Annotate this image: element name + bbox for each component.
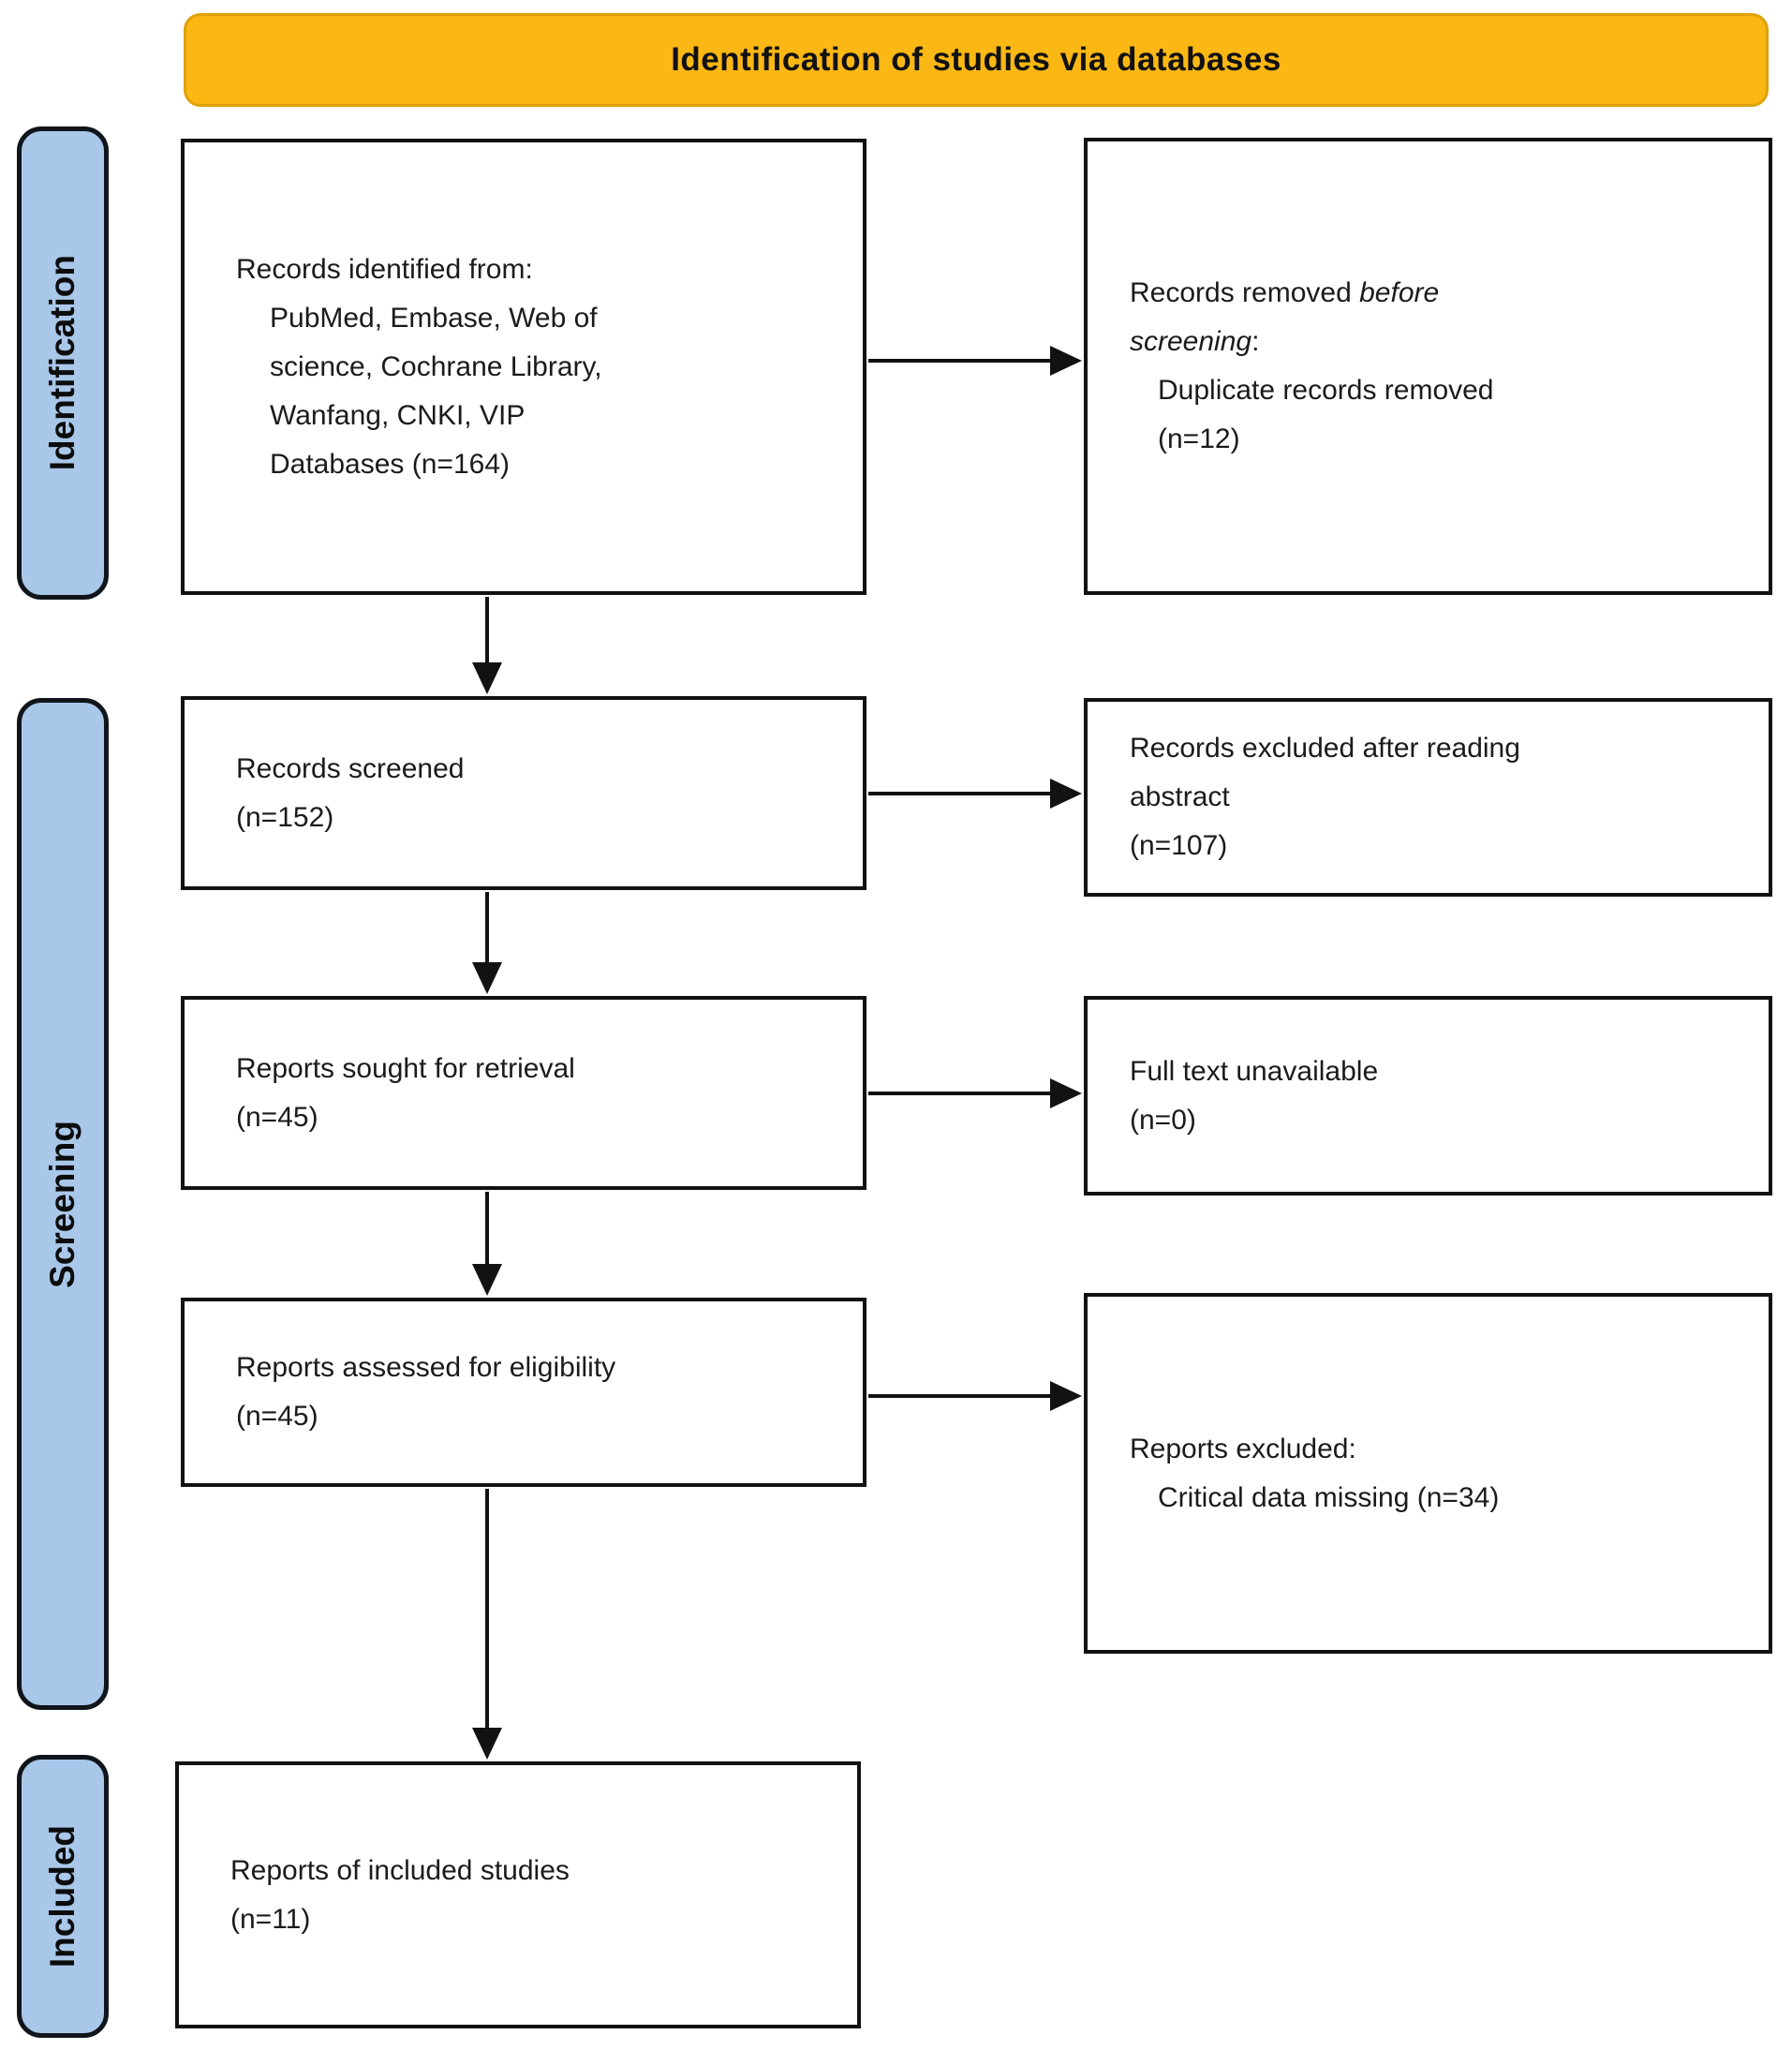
- stage-bar-screening: Screening: [17, 698, 109, 1710]
- box-reports-excluded: Reports excluded: Critical data missing …: [1084, 1293, 1772, 1654]
- box-reports-assessed: Reports assessed for eligibility (n=45): [181, 1298, 866, 1487]
- arrow-identified-to-screened: [472, 597, 502, 694]
- box-text-line: Reports of included studies: [230, 1854, 570, 1886]
- arrow-assessed-to-reports-excluded: [868, 1381, 1082, 1411]
- arrow-screened-to-sought: [472, 892, 502, 994]
- box-text-segment: Records removed: [1130, 277, 1360, 308]
- arrowhead-icon: [472, 1264, 502, 1296]
- box-text-line: Full text unavailable: [1130, 1055, 1379, 1087]
- box-text-line: (n=11): [230, 1903, 311, 1935]
- box-text-line: Records screened: [236, 752, 465, 784]
- box-text-line: (n=107): [1130, 830, 1228, 861]
- stage-bar-included: Included: [17, 1755, 109, 2038]
- box-text-line: (n=45): [236, 1101, 318, 1133]
- arrowhead-icon: [1050, 346, 1082, 376]
- header-banner: Identification of studies via databases: [184, 13, 1769, 107]
- arrowhead-icon: [1050, 1381, 1082, 1411]
- arrowhead-icon: [472, 1728, 502, 1760]
- arrowhead-icon: [1050, 1078, 1082, 1108]
- box-text-line: Reports assessed for eligibility: [236, 1352, 616, 1383]
- box-text-line: Databases (n=164): [270, 448, 510, 480]
- box-records-identified: Records identified from: PubMed, Embase,…: [181, 139, 866, 595]
- box-records-excluded-abstract: Records excluded after reading abstract …: [1084, 698, 1772, 897]
- box-reports-sought: Reports sought for retrieval (n=45): [181, 996, 866, 1190]
- stage-label-included: Included: [43, 1824, 81, 1968]
- box-text-line: Reports excluded:: [1130, 1433, 1356, 1464]
- box-text-segment-italic: before: [1359, 277, 1440, 308]
- arrow-screened-to-excluded-abstract: [868, 779, 1082, 809]
- arrow-assessed-to-included: [472, 1489, 502, 1760]
- box-records-screened: Records screened (n=152): [181, 696, 866, 890]
- box-text-segment: :: [1251, 326, 1260, 357]
- box-text-line: Records identified from:: [236, 253, 533, 285]
- box-text-line: Records excluded after reading: [1130, 733, 1520, 764]
- box-text-line: (n=45): [236, 1401, 318, 1432]
- box-text-line: (n=0): [1130, 1104, 1196, 1136]
- box-text-line: Wanfang, CNKI, VIP: [270, 399, 526, 431]
- box-text-line: screening:: [1130, 318, 1750, 366]
- box-text-line: abstract: [1130, 781, 1230, 812]
- stage-bar-identification: Identification: [17, 126, 109, 600]
- box-text-line: (n=152): [236, 801, 334, 833]
- box-text-line: Duplicate records removed: [1158, 375, 1494, 406]
- arrowhead-icon: [472, 662, 502, 694]
- box-text-line: (n=12): [1158, 423, 1240, 454]
- box-included-studies: Reports of included studies (n=11): [175, 1761, 861, 2028]
- box-records-removed-before-screening: Records removed before screening: Duplic…: [1084, 138, 1772, 595]
- stage-label-identification: Identification: [43, 255, 81, 471]
- arrowhead-icon: [472, 962, 502, 994]
- box-text-line: PubMed, Embase, Web of: [270, 302, 598, 334]
- arrow-sought-to-fulltext: [868, 1078, 1082, 1108]
- arrow-identified-to-removed: [868, 346, 1082, 376]
- box-full-text-unavailable: Full text unavailable (n=0): [1084, 996, 1772, 1196]
- box-text-line: Records removed before: [1130, 269, 1750, 318]
- box-text-line: science, Cochrane Library,: [270, 350, 602, 382]
- box-text-segment-italic: screening: [1130, 326, 1252, 357]
- stage-label-screening: Screening: [43, 1120, 81, 1288]
- box-text-line: Critical data missing (n=34): [1158, 1481, 1500, 1513]
- arrow-sought-to-assessed: [472, 1192, 502, 1296]
- arrowhead-icon: [1050, 779, 1082, 809]
- box-text-line: Reports sought for retrieval: [236, 1052, 575, 1084]
- page-title: Identification of studies via databases: [671, 41, 1281, 78]
